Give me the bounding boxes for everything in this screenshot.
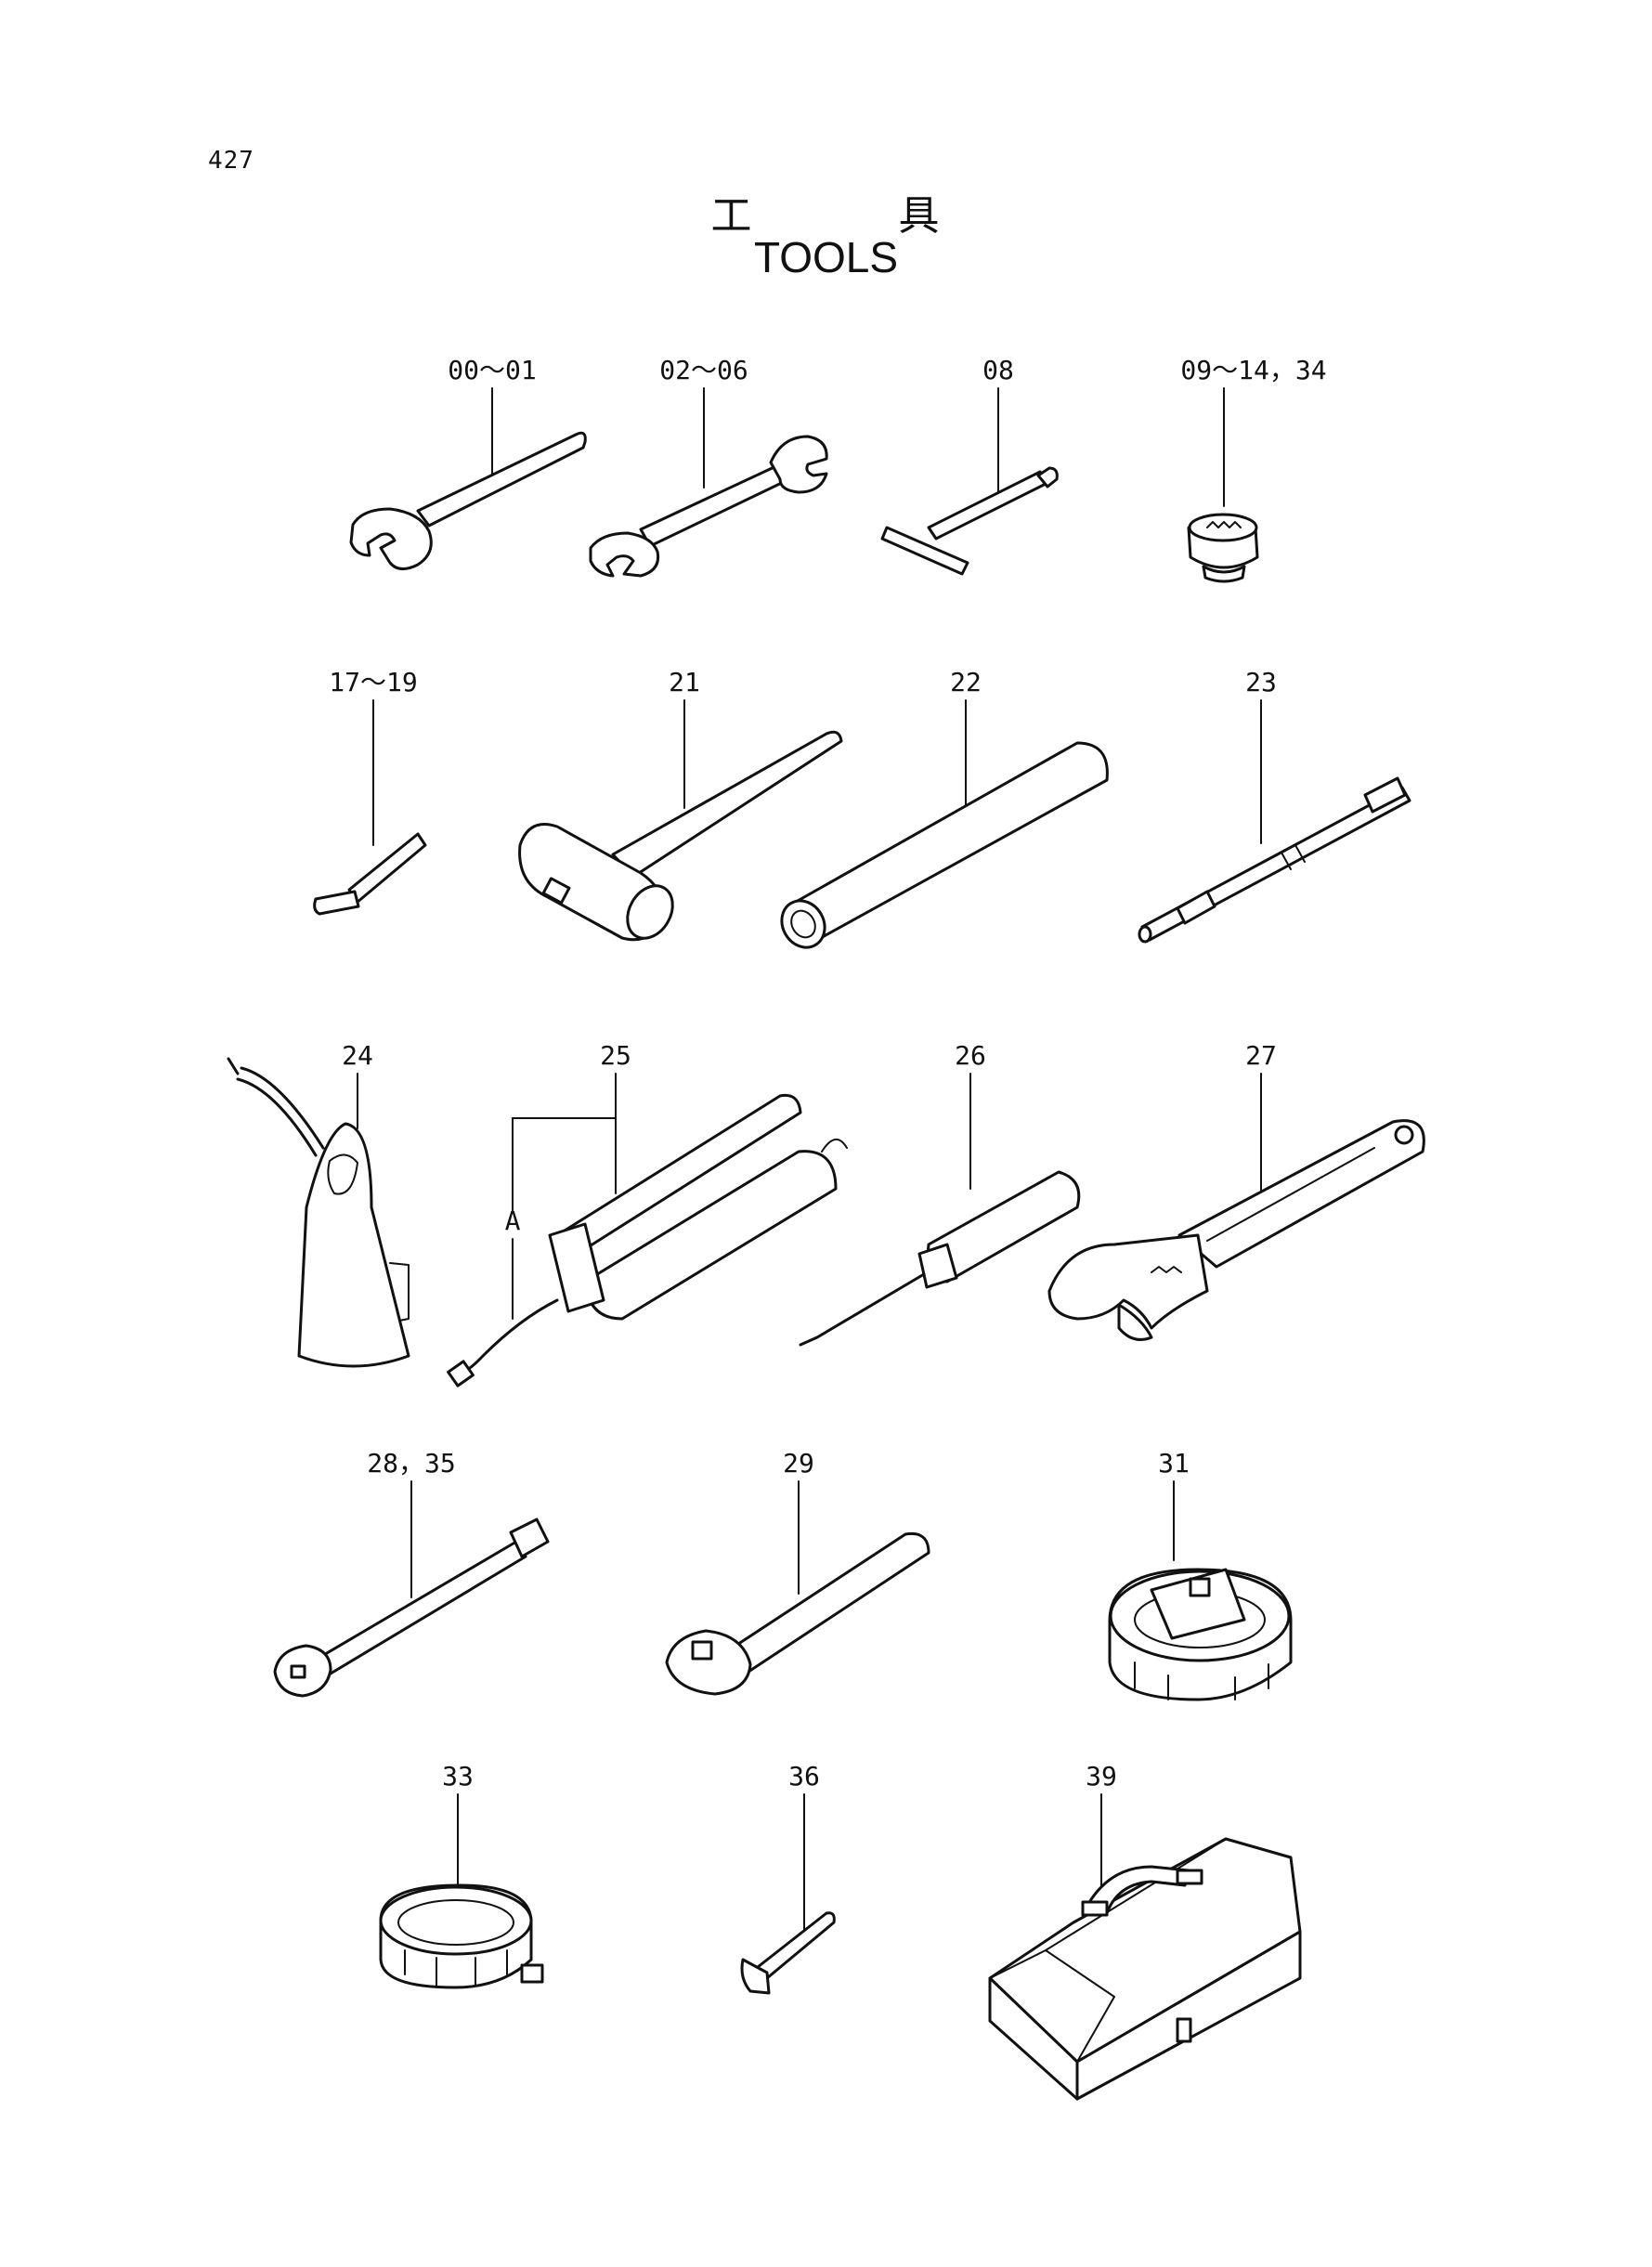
callout-label-09-14-34: 09～14，34 bbox=[1180, 355, 1326, 385]
callout-label-33: 33 bbox=[442, 1761, 474, 1791]
callout-label-28-35: 28，35 bbox=[367, 1448, 455, 1479]
part-22-pipe: 22 bbox=[780, 667, 1109, 949]
callout-label-31: 31 bbox=[1158, 1448, 1190, 1479]
callout-label-29: 29 bbox=[783, 1448, 814, 1479]
part-24-oil-can: 24 bbox=[227, 1040, 410, 1368]
part-26-screwdriver: 26 bbox=[799, 1040, 1081, 1347]
callout-label-27: 27 bbox=[1245, 1040, 1277, 1071]
part-09-14-34-socket: 09～14，34 bbox=[1180, 355, 1327, 583]
callout-label-25: 25 bbox=[600, 1040, 631, 1071]
part-31-filter-wrench: 31 bbox=[1108, 1448, 1293, 1701]
callout-label-39: 39 bbox=[1086, 1761, 1117, 1791]
part-23-extension-rod: 23 bbox=[1138, 667, 1411, 944]
callout-label-00-01: 00～01 bbox=[448, 355, 536, 385]
page-title-japanese: 工 具 bbox=[710, 192, 1007, 240]
part-17-19-hex-key: 17～19 bbox=[313, 667, 427, 916]
callout-label-17-19: 17～19 bbox=[329, 667, 417, 697]
page-title: TOOLS bbox=[753, 233, 899, 281]
callout-label-23: 23 bbox=[1245, 667, 1277, 697]
callout-label-26: 26 bbox=[955, 1040, 986, 1071]
part-28-35-extension-bar: 28，35 bbox=[273, 1448, 550, 1698]
callout-label-36: 36 bbox=[788, 1761, 820, 1791]
part-08-t-handle-wrench: 08 bbox=[880, 355, 1059, 576]
callout-label-a: A bbox=[505, 1205, 521, 1236]
callout-label-21: 21 bbox=[669, 667, 700, 697]
part-25-grease-gun: 25 A bbox=[447, 1040, 848, 1388]
callout-label-02-06: 02～06 bbox=[659, 355, 748, 385]
part-39-tool-box: 39 bbox=[988, 1761, 1302, 2101]
part-36-l-wrench: 36 bbox=[740, 1761, 836, 1995]
part-00-01-open-end-wrench: 00～01 bbox=[349, 355, 587, 570]
page-number: 427 bbox=[208, 147, 254, 175]
part-02-06-double-open-end-wrench: 02～06 bbox=[589, 355, 828, 578]
part-27-adjustable-wrench: 27 bbox=[1047, 1040, 1425, 1341]
part-29-ratchet-handle: 29 bbox=[665, 1448, 930, 1696]
part-21-hammer: 21 bbox=[518, 667, 843, 942]
part-33-band-filter-wrench: 33 bbox=[379, 1761, 544, 1989]
callout-label-22: 22 bbox=[950, 667, 982, 697]
callout-label-24: 24 bbox=[342, 1040, 373, 1071]
callout-label-08: 08 bbox=[982, 355, 1014, 385]
